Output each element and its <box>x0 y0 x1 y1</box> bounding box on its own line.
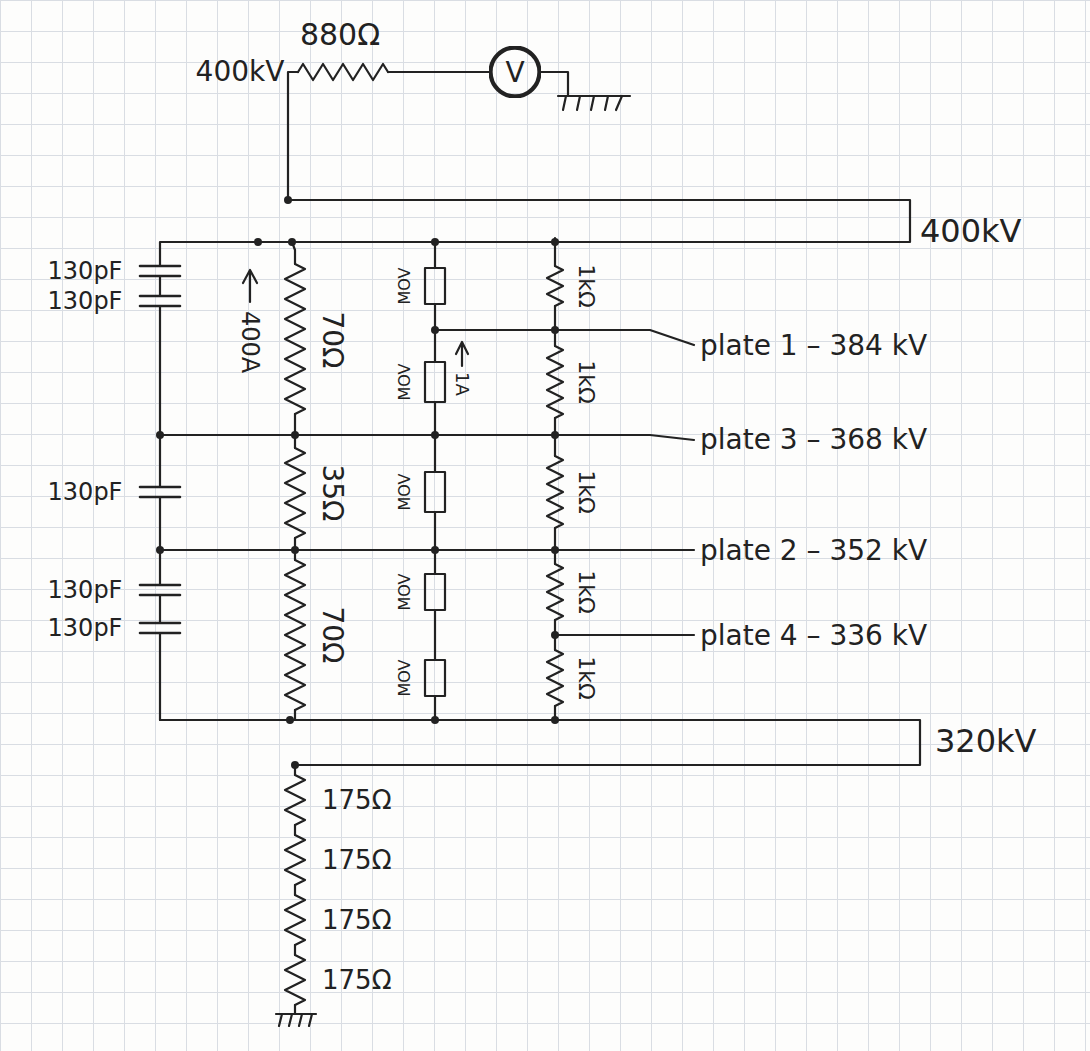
plate-label: plate 3 – 368 kV <box>700 425 927 456</box>
ground-symbol <box>558 96 630 110</box>
junction-dot <box>291 431 299 439</box>
current-label: 1A <box>452 372 472 396</box>
wire <box>541 72 568 96</box>
resistor-symbol <box>547 346 563 418</box>
current-arrow <box>243 270 257 302</box>
capacitor-value: 130pF <box>48 479 123 505</box>
resistor-symbol <box>298 64 388 80</box>
resistor-value: 880Ω <box>300 18 380 51</box>
junction-dot <box>254 238 262 246</box>
capacitor-symbol <box>140 296 180 306</box>
resistor-value: 175Ω <box>322 786 392 815</box>
voltage-source: V <box>489 46 541 98</box>
plate-wire <box>555 634 694 636</box>
junction-dot <box>431 431 439 439</box>
mov-label: MOV <box>396 573 414 610</box>
resistor-symbol <box>285 775 305 825</box>
junction-dot <box>291 761 299 769</box>
resistor-symbol <box>285 264 305 414</box>
capacitor-symbol <box>140 623 180 633</box>
junction-dot <box>156 546 164 554</box>
resistor-value: 70Ω <box>317 606 348 663</box>
junction-dot <box>551 546 559 554</box>
plate-wire <box>160 549 694 551</box>
resistor-symbol <box>547 266 563 306</box>
capacitor-value: 130pF <box>48 577 123 603</box>
resistor-symbol <box>285 955 305 1005</box>
resistor-symbol <box>547 456 563 528</box>
resistor-symbol <box>285 835 305 885</box>
plate-label: plate 2 – 352 kV <box>700 536 927 567</box>
resistor-value: 1kΩ <box>574 264 598 308</box>
capacitor-value: 130pF <box>48 288 123 314</box>
wire <box>388 71 489 73</box>
bus-bar <box>258 200 910 242</box>
ground-symbol <box>276 1014 316 1026</box>
resistor-value: 1kΩ <box>574 470 598 514</box>
resistor-symbol <box>285 895 305 945</box>
plate-label: plate 4 – 336 kV <box>700 621 927 652</box>
junction-dot <box>551 238 559 246</box>
junction-dot <box>431 546 439 554</box>
wire <box>294 765 296 1014</box>
resistor-symbol <box>547 650 563 706</box>
resistor-symbol <box>547 564 563 620</box>
capacitor-value: 130pF <box>48 258 123 284</box>
junction-dot <box>431 326 439 334</box>
bus-voltage: 320kV <box>935 724 1037 759</box>
plate-label: plate 1 – 384 kV <box>700 331 927 362</box>
resistor-symbol <box>285 448 305 538</box>
junction-dot <box>431 238 439 246</box>
resistor-value: 70Ω <box>317 311 348 368</box>
mov-symbol <box>425 362 445 402</box>
current-arrow <box>456 342 468 366</box>
mov-label: MOV <box>396 363 414 400</box>
resistor-value: 175Ω <box>322 906 392 935</box>
junction-dot <box>551 326 559 334</box>
current-label: 400A <box>237 311 263 373</box>
mov-label: MOV <box>396 473 414 510</box>
junction-dots <box>156 196 559 769</box>
mov-label: MOV <box>396 267 414 304</box>
source-symbol-text: V <box>505 56 524 89</box>
capacitor-symbol <box>140 487 180 497</box>
mov-symbol <box>425 660 445 696</box>
junction-dot <box>284 196 292 204</box>
mov-symbol <box>425 472 445 512</box>
source-circle <box>491 48 540 97</box>
wire <box>288 72 298 200</box>
mov-symbol <box>425 268 445 304</box>
resistor-value: 1kΩ <box>574 656 598 700</box>
junction-dot <box>551 431 559 439</box>
mov-symbol <box>425 574 445 610</box>
junction-dot <box>288 238 296 246</box>
junction-dot <box>551 631 559 639</box>
resistor-value: 175Ω <box>322 846 392 875</box>
resistor-value: 1kΩ <box>574 570 598 614</box>
junction-dot <box>156 431 164 439</box>
junction-dot <box>291 546 299 554</box>
wire <box>434 242 436 720</box>
junction-dot <box>431 716 439 724</box>
junction-dot <box>286 716 294 724</box>
voltage-label: 400kV <box>196 57 285 88</box>
plate-wire <box>435 330 694 345</box>
capacitor-value: 130pF <box>48 615 123 641</box>
node-text-holder: V <box>489 46 541 98</box>
capacitor-symbol <box>140 266 180 276</box>
resistor-symbol <box>285 560 305 710</box>
bus-bar <box>160 720 920 765</box>
resistor-value: 1kΩ <box>574 360 598 404</box>
bus-voltage: 400kV <box>920 214 1022 249</box>
resistor-value: 175Ω <box>322 966 392 995</box>
plate-wire <box>160 435 694 440</box>
mov-label: MOV <box>396 659 414 696</box>
junction-dot <box>551 716 559 724</box>
resistor-value: 35Ω <box>317 464 348 521</box>
capacitor-symbol <box>140 585 180 595</box>
